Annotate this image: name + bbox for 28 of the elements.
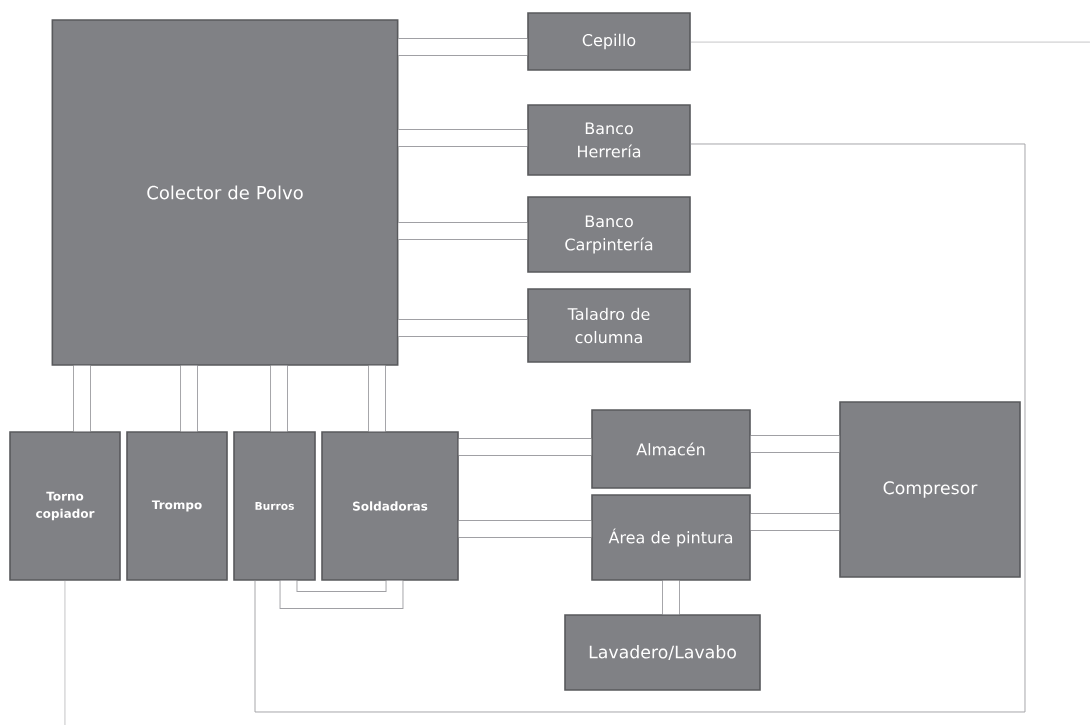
connector-line: [254, 143, 1026, 713]
process-box: Compresor: [839, 401, 1021, 578]
connector-line: [398, 222, 528, 240]
connector-line: [368, 365, 386, 432]
connector-line: [750, 513, 840, 531]
connector-line: [458, 438, 592, 456]
connector-line: [73, 365, 91, 432]
connector-line: [398, 129, 528, 147]
connector-line: [270, 365, 288, 432]
process-box: Taladro de columna: [527, 288, 691, 363]
process-box: Soldadoras: [321, 431, 459, 581]
process-box: Lavadero/Lavabo: [564, 614, 761, 691]
connector-line: [398, 38, 528, 56]
process-box: Cepillo: [527, 12, 691, 71]
connector-line: [458, 520, 592, 538]
connector-line: [180, 365, 198, 432]
process-box: Burros: [233, 431, 316, 581]
process-box: Área de pintura: [591, 494, 751, 581]
process-box: Torno copiador: [9, 431, 121, 581]
connector-line: [398, 319, 528, 337]
process-box: Banco Herrería: [527, 104, 691, 176]
connector-line: [662, 580, 680, 615]
connector-line: [750, 435, 840, 453]
process-box: Colector de Polvo: [51, 19, 399, 366]
connector-line: [279, 580, 404, 609]
process-box: Banco Carpintería: [527, 196, 691, 273]
process-box: Trompo: [126, 431, 228, 581]
process-box: Almacén: [591, 409, 751, 489]
